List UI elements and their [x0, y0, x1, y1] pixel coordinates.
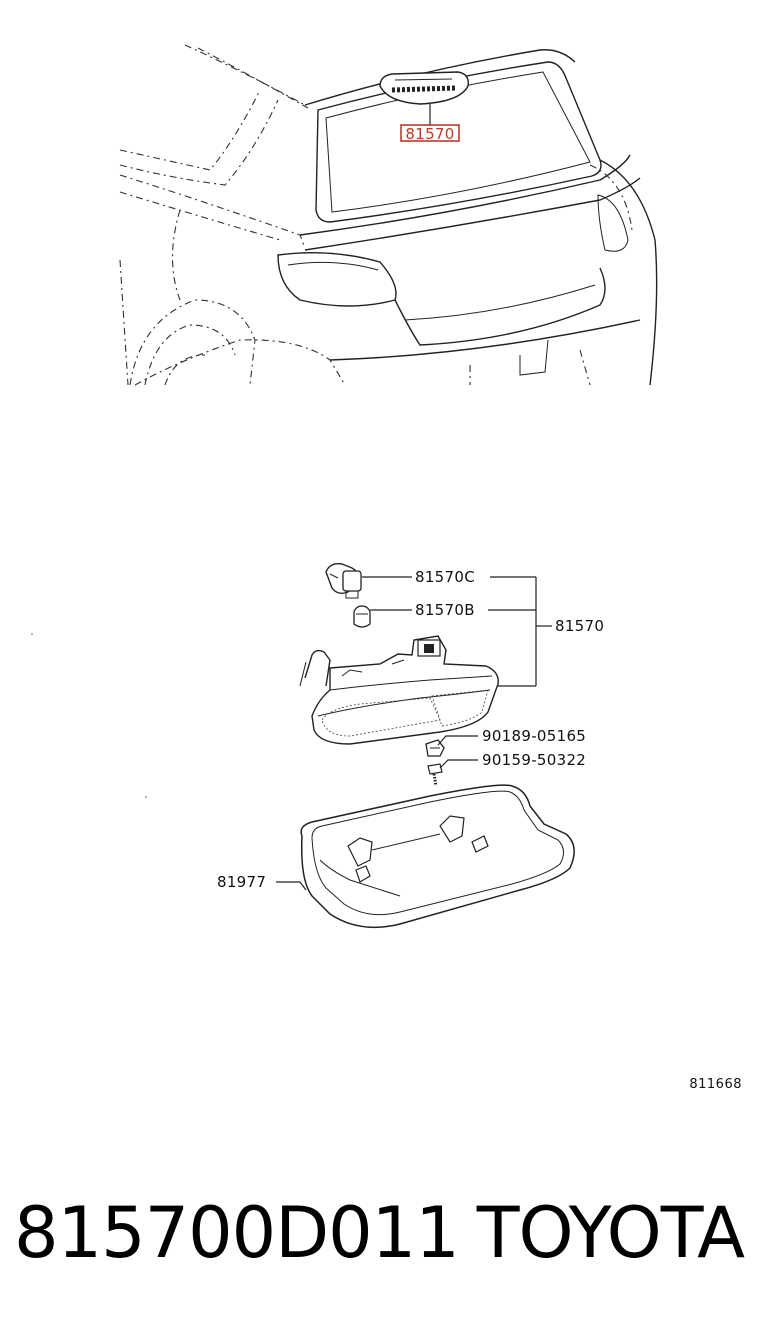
scan-speck [145, 796, 147, 798]
vehicle-overview-illustration [119, 44, 658, 386]
part-number-text: 815700D011 [14, 1192, 460, 1274]
overview-part-label: 81570 [405, 125, 454, 143]
callout-leaders [276, 576, 552, 891]
high-mount-stop-lamp-overview [379, 71, 469, 126]
socket-connector-part [325, 562, 362, 599]
cover-part [300, 784, 575, 929]
callout-90189-05165: 90189-05165 [482, 727, 586, 745]
brand-text: TOYOTA [476, 1192, 745, 1274]
lamp-assembly-part [299, 635, 499, 745]
callout-81570b: 81570B [415, 601, 475, 619]
exploded-parts-illustration [299, 562, 575, 929]
callout-81977: 81977 [217, 873, 266, 891]
clip-part [425, 739, 445, 757]
part-caption: 815700D011 TOYOTA [0, 1188, 760, 1278]
illustration-reference-code: 811668 [689, 1077, 742, 1092]
screw-part [427, 763, 443, 787]
overview-callout-box [400, 124, 460, 142]
scan-speck [31, 633, 33, 635]
callout-81570: 81570 [555, 617, 604, 635]
callout-81570c: 81570C [415, 568, 475, 586]
callout-90159-50322: 90159-50322 [482, 751, 586, 769]
bulb-part [353, 605, 371, 628]
